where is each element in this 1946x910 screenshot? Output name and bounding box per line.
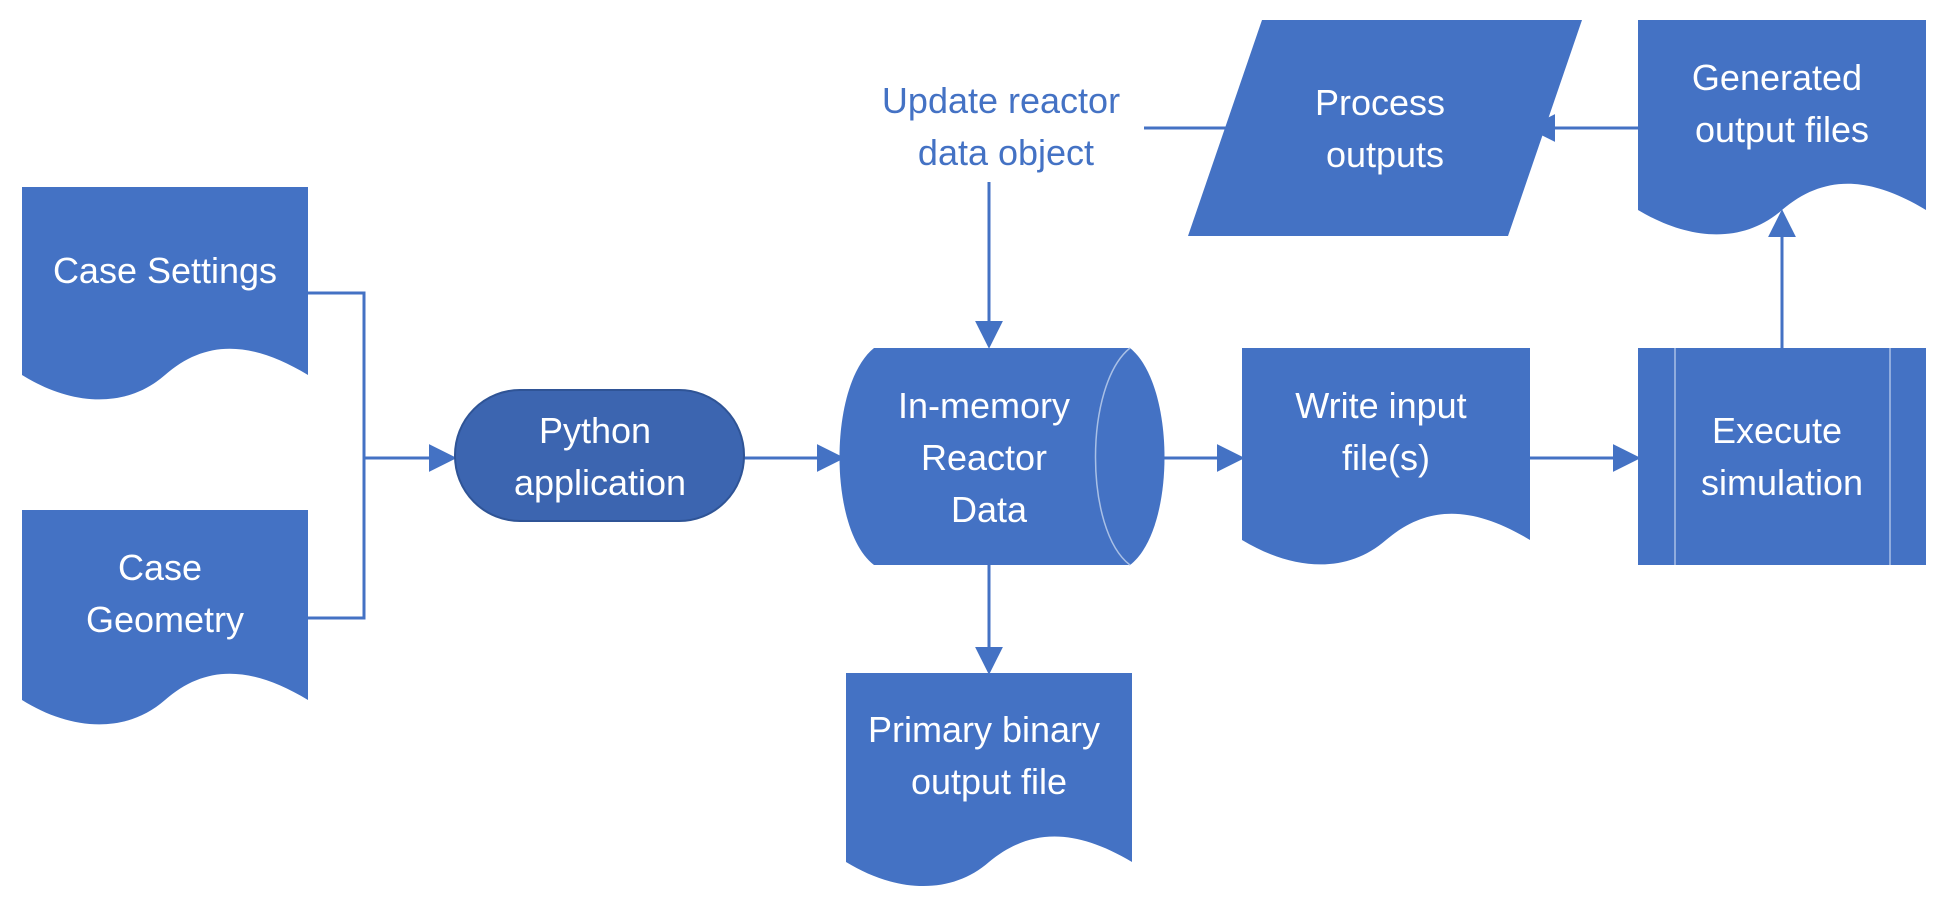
write-input-files-label: Write input file(s) — [1295, 385, 1476, 478]
process-outputs-node: Process outputs — [1188, 20, 1582, 236]
update-reactor-annotation: Update reactor data object — [882, 80, 1130, 173]
case-geometry-node: Case Geometry — [22, 510, 308, 725]
update-reactor-label: Update reactor data object — [882, 80, 1130, 173]
python-application-node: Python application — [454, 389, 745, 522]
case-settings-node: Case Settings — [22, 187, 308, 400]
connector-settings-to-junction — [308, 291, 366, 458]
process-outputs-label: Process outputs — [1315, 82, 1455, 175]
connector-geometry-to-junction — [308, 458, 366, 620]
primary-binary-output-label: Primary binary output file — [868, 709, 1110, 802]
case-geometry-label: Case Geometry — [86, 547, 244, 640]
in-memory-reactor-data-node: In-memory Reactor Data — [839, 347, 1165, 566]
generated-output-files-label: Generated output files — [1692, 57, 1872, 150]
write-input-files-node: Write input file(s) — [1242, 348, 1530, 565]
case-settings-label: Case Settings — [53, 250, 277, 291]
primary-binary-output-node: Primary binary output file — [846, 673, 1132, 887]
execute-simulation-node: Execute simulation — [1638, 348, 1926, 565]
in-memory-reactor-data-label: In-memory Reactor Data — [898, 385, 1080, 530]
execute-simulation-label: Execute simulation — [1701, 410, 1863, 503]
python-application-label: Python application — [514, 410, 686, 503]
generated-output-files-node: Generated output files — [1638, 20, 1926, 235]
